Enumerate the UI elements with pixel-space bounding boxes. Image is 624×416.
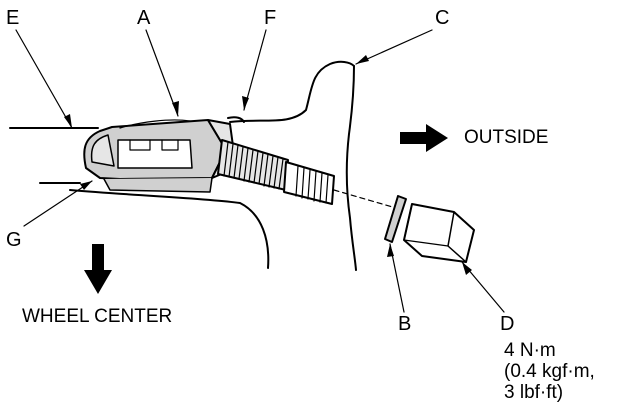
callout-d: D [500,313,515,335]
wheel-center-label: WHEEL CENTER [22,306,173,327]
leader-arrowheads [64,55,472,275]
washer [384,195,407,243]
torque-spec-line-1: 4 N·m [504,340,556,361]
callout-c: C [435,7,450,29]
callout-b: B [398,313,412,335]
callout-f: F [264,7,277,29]
callout-g: G [6,229,22,251]
torque-spec: 4 N·m (0.4 kgf·m, 3 lbf·ft) [504,340,595,403]
torque-spec-line-3: 3 lbf·ft) [504,382,564,403]
sensor-body [83,119,227,193]
callout-a: A [137,7,151,29]
torque-spec-line-2: (0.4 kgf·m, [504,361,595,382]
outside-arrow [400,124,448,152]
outside-label: OUTSIDE [464,127,549,148]
wheel-center-arrow [84,244,112,294]
callout-e: E [6,7,20,29]
wheel-rim [9,60,357,271]
valve-cap [403,203,475,263]
valve-stem [217,139,397,209]
